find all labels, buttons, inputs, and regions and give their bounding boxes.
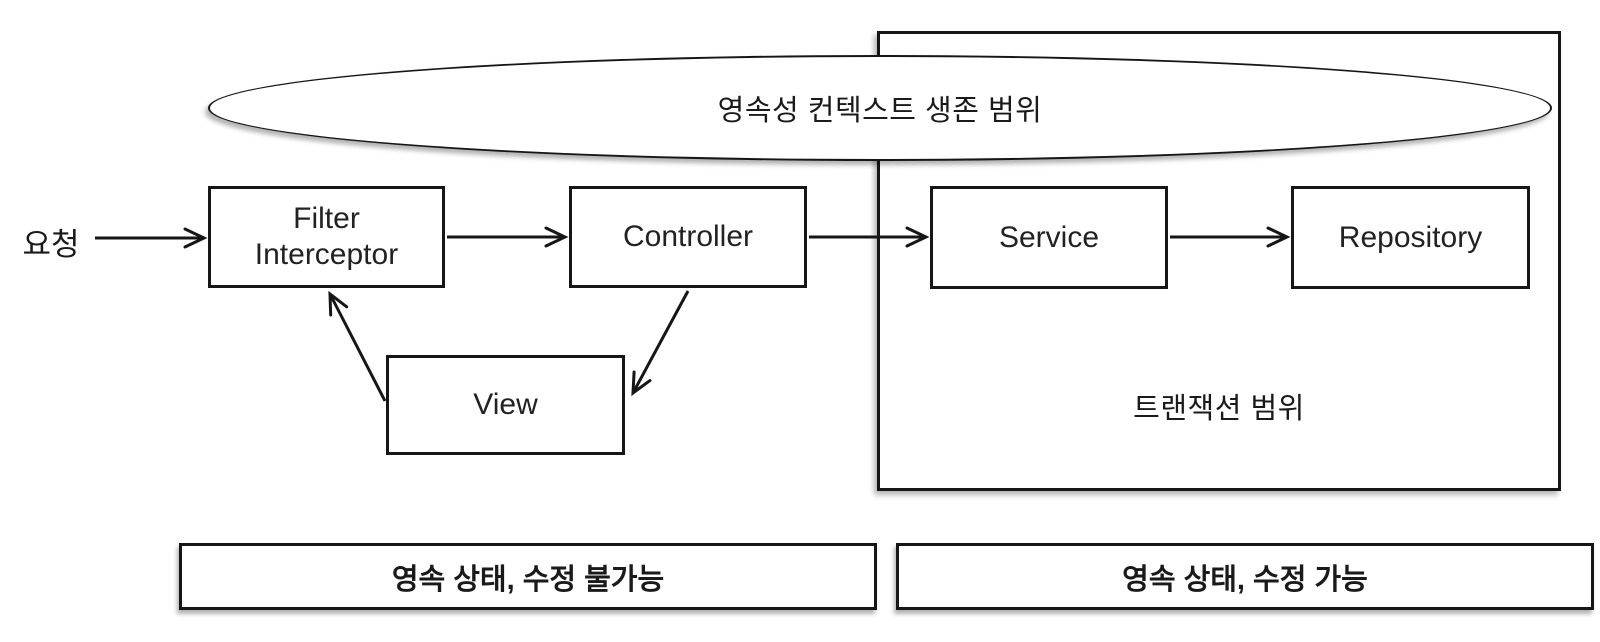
legend-right-label: 영속 상태, 수정 가능 <box>1122 563 1368 596</box>
node-filter-interceptor: Filter Interceptor <box>208 186 445 288</box>
transaction-scope-label: 트랜잭션 범위 <box>1133 393 1305 425</box>
arrow-controller-to-view <box>631 290 690 397</box>
controller-label: Controller <box>622 220 754 253</box>
arrow-view-to-filter <box>328 290 387 402</box>
view-label: View <box>473 388 538 421</box>
legend-left-label: 영속 상태, 수정 불가능 <box>391 563 665 596</box>
persistence-context-label: 영속성 컨텍스트 생존 범위 <box>717 95 1043 127</box>
filter-label-line1: Filter <box>293 202 360 235</box>
node-view: View <box>386 355 625 455</box>
repository-label: Repository <box>1338 220 1483 254</box>
filter-label-line2: Interceptor <box>254 238 399 271</box>
node-service: Service <box>930 186 1168 289</box>
legend-persistent-state-box: 영속 상태, 수정 가능 <box>896 543 1594 610</box>
node-controller: Controller <box>569 186 807 288</box>
persistence-context-ellipse: 영속성 컨텍스트 생존 범위 <box>208 55 1552 161</box>
legend-detached-state-box: 영속 상태, 수정 불가능 <box>179 543 877 610</box>
request-label: 요청 <box>22 227 80 262</box>
node-repository: Repository <box>1291 186 1530 289</box>
service-label: Service <box>998 220 1100 254</box>
